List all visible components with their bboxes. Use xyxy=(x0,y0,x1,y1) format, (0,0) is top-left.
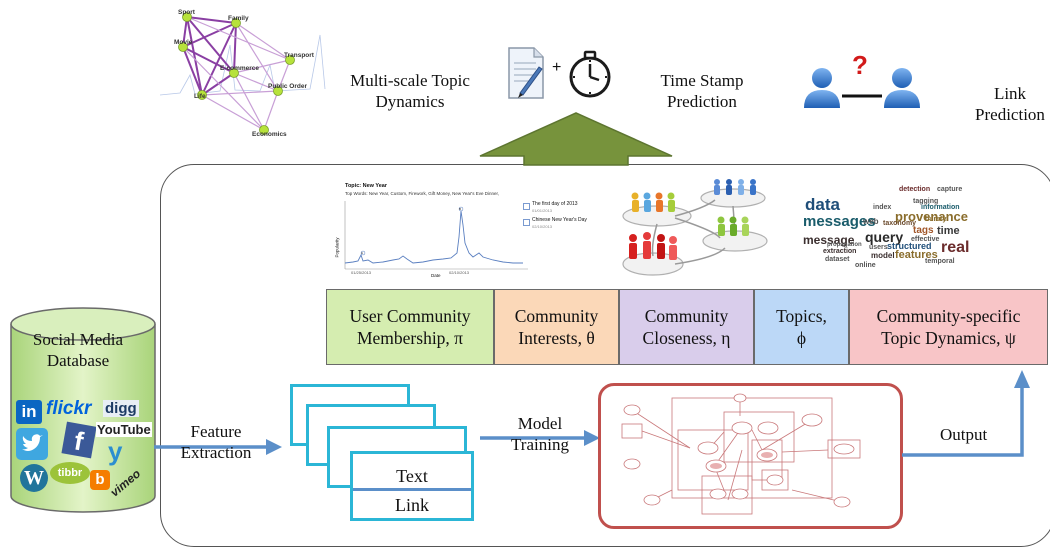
chart-peak-b: B xyxy=(459,207,462,211)
word-cloud-word: taxonomy xyxy=(883,220,917,227)
event-b-date: 02/10/2013 xyxy=(532,224,553,229)
network-node xyxy=(197,90,207,100)
network-weak-edges xyxy=(182,16,291,131)
word-cloud-word: time xyxy=(937,225,960,237)
model-training-label: Model Training xyxy=(511,414,569,455)
text-link-document-front: Text Link xyxy=(350,451,474,521)
network-node xyxy=(285,55,295,65)
word-cloud-word: effective xyxy=(911,236,940,243)
topic-timeline-chart: Topic: New Year Top Words: New Year, Cus… xyxy=(333,181,587,281)
output-arrow xyxy=(902,370,1030,457)
network-node-label: E-commerce xyxy=(220,65,259,72)
blogger-logo: b xyxy=(90,470,110,490)
clock-icon xyxy=(569,50,611,98)
network-node xyxy=(273,86,283,96)
network-node-label: Public Order xyxy=(268,83,307,90)
question-mark: ? xyxy=(852,50,868,80)
network-node-label: Economics xyxy=(252,131,287,138)
word-cloud-word: index xyxy=(873,204,892,211)
word-cloud-word: bursty xyxy=(925,216,947,223)
event-b-marker xyxy=(523,219,530,226)
word-cloud-word: information xyxy=(921,204,960,211)
doc-link-label: Link xyxy=(395,495,429,515)
word-cloud-word: tagging xyxy=(913,198,939,205)
event-a-marker xyxy=(523,203,530,210)
word-cloud-word: users xyxy=(869,244,888,251)
output-label: Output xyxy=(940,425,988,444)
up-arrow xyxy=(479,112,673,166)
topic-word-cloud: data messages message provenance query r… xyxy=(803,182,973,274)
social-media-database-cylinder xyxy=(10,307,156,513)
word-cloud-word: provenance xyxy=(895,209,968,224)
word-cloud-word: online xyxy=(855,262,876,269)
wordpress-logo: W xyxy=(20,464,48,492)
event-b-title: Chinese New Year's Day xyxy=(532,217,587,223)
yammer-logo: y xyxy=(108,436,123,466)
plus-sign: + xyxy=(552,59,562,76)
time-stamp-prediction-label: Time Stamp Prediction xyxy=(660,71,744,112)
word-cloud-word: detection xyxy=(899,186,931,193)
word-cloud-word: messages xyxy=(803,213,876,230)
linkedin-logo: in xyxy=(16,400,42,424)
chart-x-tick: 01/25/2013 xyxy=(351,270,372,275)
network-node-label: Movie xyxy=(174,39,193,46)
word-cloud-word: query xyxy=(865,229,904,245)
network-node xyxy=(259,125,269,135)
community-network-image xyxy=(622,179,768,276)
flickr-logo: flickr xyxy=(46,398,92,419)
param-topics: Topics, ϕ xyxy=(754,289,849,365)
digg-logo: digg xyxy=(103,400,139,417)
youtube-logo: YouTube xyxy=(96,422,152,437)
word-cloud-word: temporal xyxy=(925,258,955,265)
chart-y-label: Popularity xyxy=(334,237,340,258)
param-community-interests: Community Interests, θ xyxy=(494,289,619,365)
feature-extraction-arrow xyxy=(154,439,282,455)
param-user-community-membership: User Community Membership, π xyxy=(326,289,494,365)
word-cloud-word: structured xyxy=(887,241,932,251)
param-community-closeness: Community Closeness, η xyxy=(619,289,754,365)
word-cloud-word: real xyxy=(941,239,970,256)
twitter-bird-icon xyxy=(22,434,43,451)
word-cloud-word: extraction xyxy=(823,248,857,255)
graphical-model-diagram xyxy=(621,393,861,515)
network-node xyxy=(178,42,188,52)
topic-network-graph: Sport Family Movie Transport E-commerce … xyxy=(160,9,326,138)
feature-extraction-label: Feature Extraction xyxy=(180,422,252,463)
word-cloud-word: features xyxy=(895,249,938,261)
word-cloud-word: propagation xyxy=(827,242,862,248)
event-a-title: The first day of 2013 xyxy=(532,201,578,207)
multi-scale-topic-dynamics-label: Multi-scale Topic Dynamics xyxy=(350,71,470,112)
tibbr-logo: tibbr xyxy=(50,462,90,484)
facebook-logo: f xyxy=(61,421,97,459)
link-prediction-label: Link Prediction xyxy=(975,84,1045,125)
network-node xyxy=(182,12,192,22)
network-node-label: Sport xyxy=(178,9,196,16)
word-cloud-word: message xyxy=(803,233,855,247)
param-community-topic-dynamics: Community-specific Topic Dynamics, ψ xyxy=(849,289,1048,365)
network-background-series xyxy=(160,34,326,96)
network-node-label: Life xyxy=(194,93,206,100)
network-node-label: Transport xyxy=(284,52,315,59)
word-cloud-word: dataset xyxy=(825,256,850,263)
chart-topic-title: Topic: New Year xyxy=(345,183,387,189)
database-label: Social Media Database xyxy=(32,330,124,371)
word-cloud-word: web xyxy=(863,217,879,226)
model-training-arrow xyxy=(480,430,600,446)
word-cloud-word: data xyxy=(805,195,840,214)
chart-x-tick: 02/10/2013 xyxy=(449,270,470,275)
chart-top-words: Top Words: New Year, Custom, Firework, G… xyxy=(345,191,500,196)
word-cloud-word: tags xyxy=(913,225,934,236)
chart-x-label: Date xyxy=(431,273,441,278)
word-cloud-word: model xyxy=(871,251,895,260)
doc-text-label: Text xyxy=(353,454,471,491)
event-a-date: 01/01/2013 xyxy=(532,208,553,213)
network-node-label: Family xyxy=(228,15,249,22)
network-node xyxy=(231,18,241,28)
chart-peak-a: A xyxy=(361,251,364,255)
chart-plot xyxy=(344,201,528,270)
link-prediction-users-icon xyxy=(804,68,920,108)
network-node xyxy=(229,68,239,78)
document-icon xyxy=(508,47,544,99)
word-cloud-word: capture xyxy=(937,186,963,193)
